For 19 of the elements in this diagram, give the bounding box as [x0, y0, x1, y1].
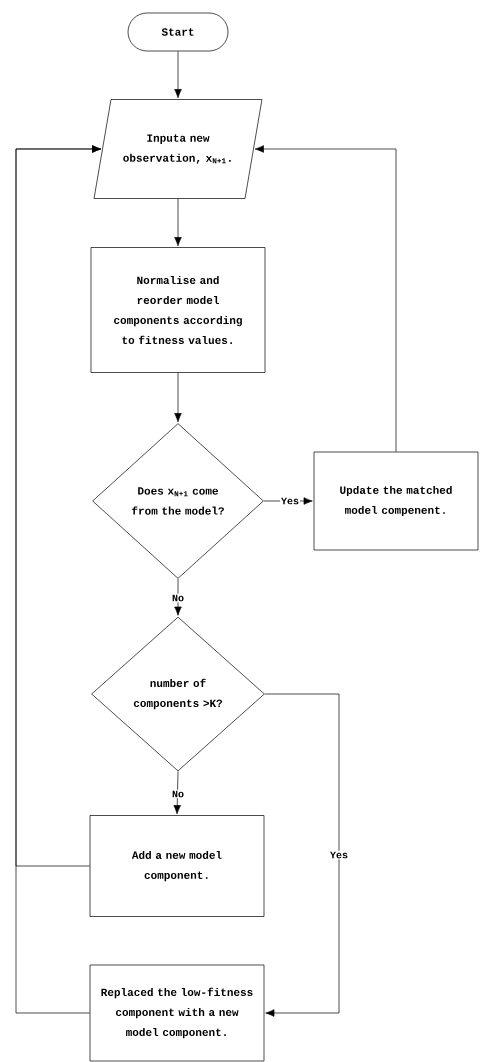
edge-label: No: [171, 593, 185, 603]
arrow: [174, 198, 182, 247]
arrow: [174, 372, 182, 423]
arrow: [254, 145, 397, 452]
process-box: Update the matched model compenent.: [313, 451, 479, 551]
input-parallelogram: Inputa new observation, x$_{N+1}$.: [93, 99, 263, 199]
process-box: Normalise and reorder model components according to fitness values.: [90, 247, 266, 373]
edge-label: No: [171, 789, 185, 799]
edge-label: Yes: [280, 496, 300, 506]
arrow: [173, 771, 181, 815]
edge-label: Yes: [329, 850, 349, 860]
arrow: [174, 51, 182, 99]
arrow: [15, 145, 102, 1014]
arrow: [174, 578, 182, 616]
process-box: Add a new model component.: [89, 815, 265, 917]
process-box: Replaced the low-fitness component with a new model component.: [89, 964, 265, 1062]
arrow: [264, 693, 340, 1017]
start-terminal: Start: [127, 12, 229, 52]
arrow: [263, 497, 313, 505]
